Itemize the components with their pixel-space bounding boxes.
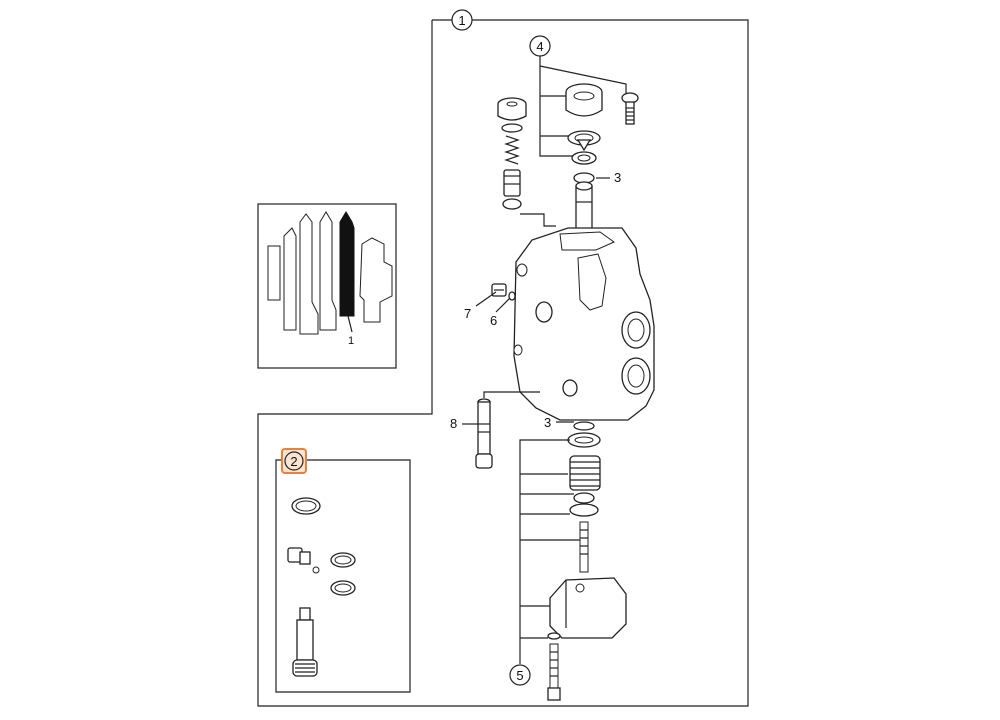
callout-2[interactable]: 2 (281, 448, 307, 474)
inset-label: 1 (348, 335, 354, 347)
svg-text:5: 5 (516, 668, 523, 683)
svg-text:8: 8 (450, 416, 457, 431)
bottom-stack (547, 421, 627, 701)
kit-box (275, 459, 411, 693)
svg-text:4: 4 (536, 39, 543, 54)
assembly-frame (257, 19, 749, 707)
solid-spool-icon (339, 211, 355, 317)
callout-7[interactable]: 7 (464, 291, 497, 321)
relief-valve-stack (497, 97, 556, 227)
spool-8 (475, 391, 540, 469)
svg-text:3: 3 (614, 170, 621, 185)
svg-text:7: 7 (464, 306, 471, 321)
callout-1[interactable]: 1 (451, 9, 473, 31)
svg-text:3: 3 (544, 415, 551, 430)
callout-3-top[interactable]: 3 (596, 170, 621, 185)
cap-screw (621, 92, 639, 125)
svg-text:2: 2 (290, 454, 297, 469)
callout-3-bottom[interactable]: 3 (544, 415, 574, 430)
svg-text:1: 1 (458, 13, 465, 28)
seal-kit-inset: 1 (257, 203, 397, 369)
callout-5[interactable]: 5 (509, 439, 580, 686)
top-cap-stack (565, 83, 603, 235)
valve-body (513, 227, 655, 421)
svg-text:6: 6 (490, 313, 497, 328)
callout-4[interactable]: 4 (529, 35, 627, 157)
callout-8[interactable]: 8 (450, 416, 478, 431)
callout-6[interactable]: 6 (490, 297, 511, 328)
